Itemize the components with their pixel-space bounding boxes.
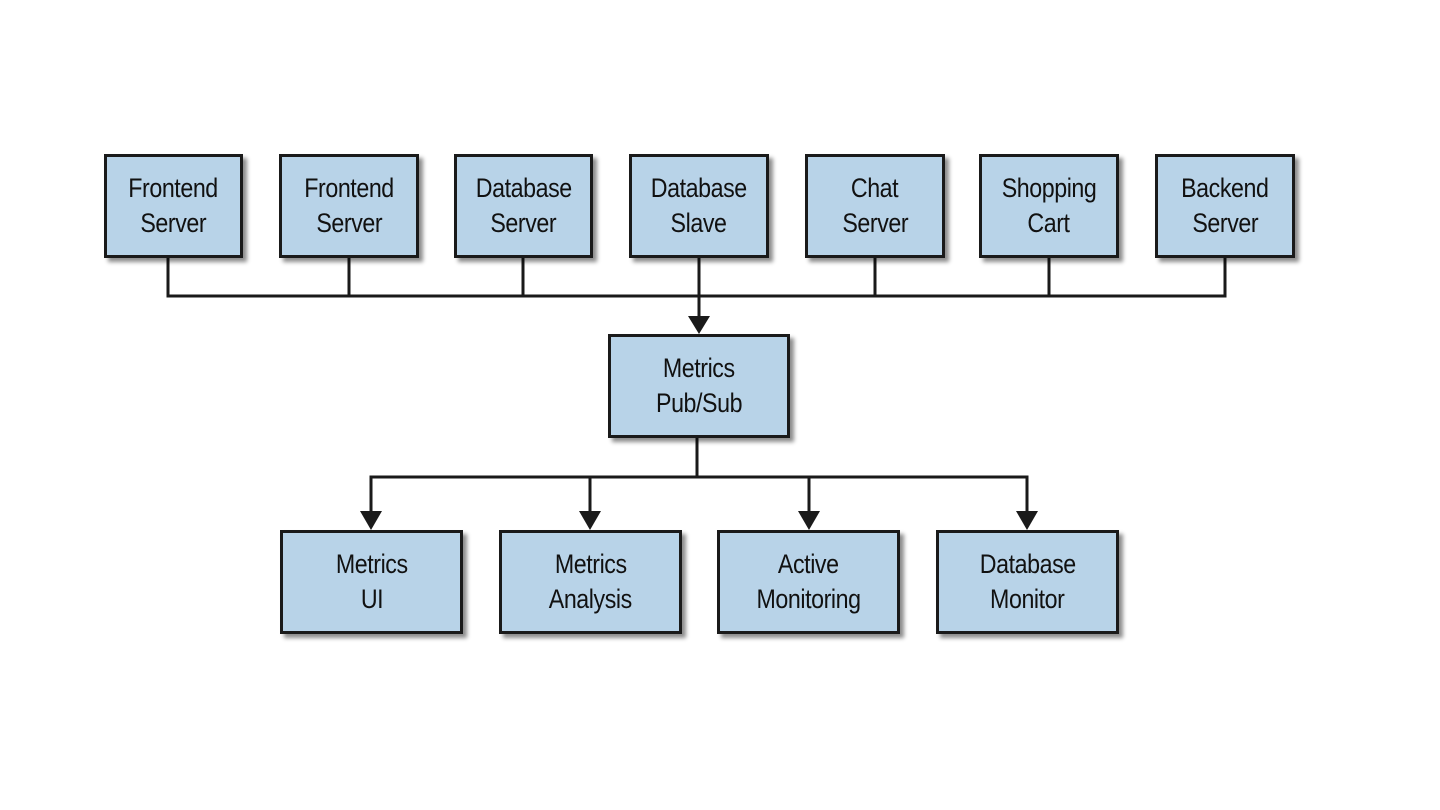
node-label-line2: Analysis	[548, 584, 633, 614]
node-label-line1: Metrics	[335, 549, 408, 579]
node-label-line1: Active	[778, 549, 839, 579]
source-node-frontend-server-1: Frontend Server	[104, 154, 243, 258]
node-label-line1: Shopping	[1001, 173, 1097, 203]
consumer-node-metrics-analysis: Metrics Analysis	[499, 530, 682, 634]
consumer-node-metrics-ui: Metrics UI	[280, 530, 463, 634]
node-label-line2: Server	[316, 208, 382, 238]
node-label-line2: Server	[842, 208, 908, 238]
node-label-line2: Slave	[671, 208, 727, 238]
node-label-line1: Frontend	[304, 173, 394, 203]
consumer-node-active-monitoring: Active Monitoring	[717, 530, 900, 634]
node-label-line1: Frontend	[128, 173, 219, 203]
node-label-line1: Metrics	[663, 353, 735, 383]
consumer-arrowhead	[1016, 511, 1038, 530]
source-node-frontend-server-2: Frontend Server	[279, 154, 419, 258]
node-label-line1: Backend	[1181, 173, 1269, 203]
source-node-database-server: Database Server	[454, 154, 593, 258]
node-label-line1: Metrics	[554, 549, 627, 579]
consumer-arrowhead	[579, 511, 601, 530]
source-node-backend-server: Backend Server	[1155, 154, 1295, 258]
node-label-line1: Database	[651, 173, 747, 203]
source-node-chat-server: Chat Server	[805, 154, 945, 258]
source-node-shopping-cart: Shopping Cart	[979, 154, 1119, 258]
node-label-line2: UI	[360, 584, 383, 614]
node-label-line2: Server	[490, 208, 557, 238]
hub-input-arrowhead	[688, 316, 710, 334]
hub-node-metrics-pubsub: Metrics Pub/Sub	[608, 334, 790, 438]
node-label-line2: Cart	[1027, 208, 1071, 238]
consumer-arrowhead	[360, 511, 382, 530]
source-node-database-slave: Database Slave	[629, 154, 769, 258]
node-label-line2: Server	[1192, 208, 1258, 238]
node-label-line2: Server	[140, 208, 207, 238]
node-label-line2: Monitor	[990, 584, 1065, 614]
consumer-node-database-monitor: Database Monitor	[936, 530, 1119, 634]
node-label-line2: Monitoring	[756, 584, 861, 614]
node-label-line1: Database	[979, 549, 1076, 579]
consumer-arrowhead	[798, 511, 820, 530]
node-label-line2: Pub/Sub	[655, 388, 743, 418]
node-label-line1: Database	[475, 173, 572, 203]
node-label-line1: Chat	[851, 173, 899, 203]
